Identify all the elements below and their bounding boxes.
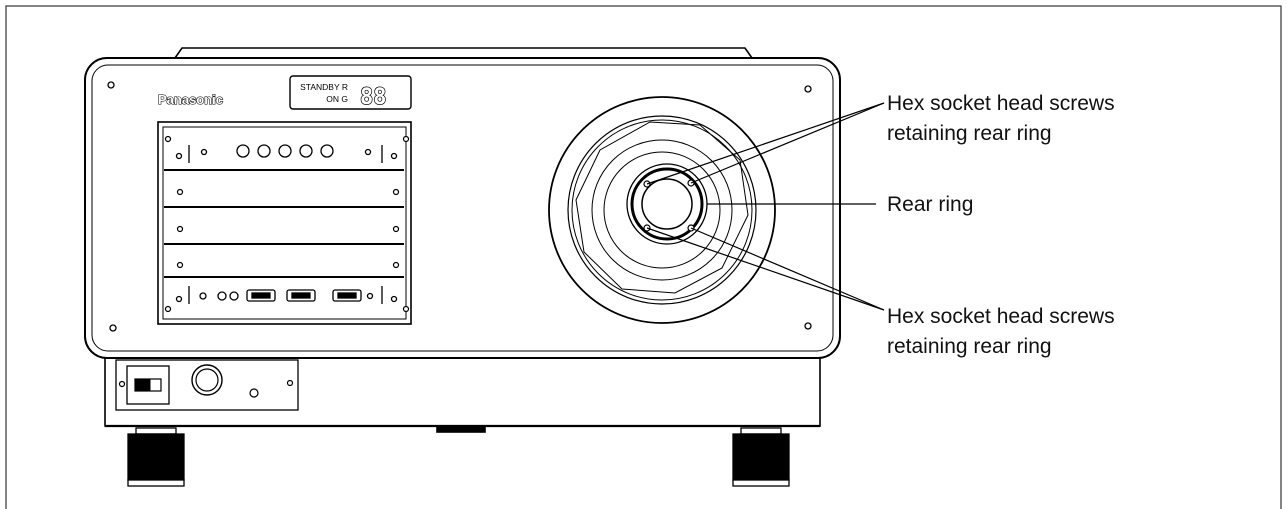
small-jack [229, 291, 239, 301]
rack-screw [175, 295, 183, 303]
base-unit [104, 358, 821, 427]
base-screw [286, 379, 294, 387]
foot-left-collar [135, 427, 177, 435]
power-switch-housing [126, 365, 170, 405]
rear-ring [630, 167, 704, 241]
foot-right [732, 427, 790, 487]
rack-panel-frame [157, 121, 412, 325]
rack-panel [157, 121, 412, 325]
bottom-tab [436, 425, 486, 433]
rack-screw [390, 295, 398, 303]
dsub-connector [246, 289, 276, 302]
callout-bottom-line2: retaining rear ring [887, 335, 1052, 358]
leader-line-top [690, 102, 885, 184]
screw-bottom-left [109, 324, 117, 332]
status-panel: STANDBY R ON G 88 [289, 75, 412, 111]
projector-body [84, 57, 841, 359]
indicator-lamp [320, 144, 334, 158]
foot-right-pad [732, 433, 790, 481]
top-ridge [174, 47, 753, 59]
rack-screw [390, 152, 398, 160]
rack-screw [392, 188, 400, 196]
rack-screw [392, 225, 400, 233]
callout-bottom-line1: Hex socket head screws [887, 305, 1115, 328]
lens-mount-ring-inner [571, 119, 753, 301]
leader-line-bottom [690, 227, 885, 311]
indicator-lamp [236, 144, 250, 158]
segment-display: 88 [360, 85, 387, 110]
rack-screw [164, 135, 172, 143]
leader-line-top [646, 102, 885, 185]
round-connector-inner [195, 368, 219, 392]
foot-left-ring [127, 479, 185, 487]
lens-assembly [548, 96, 776, 324]
base-screw [249, 388, 259, 398]
indicator-lamp [278, 144, 292, 158]
rack-screw [402, 135, 410, 143]
body-screws [107, 81, 812, 332]
lens-mount-ring [567, 115, 757, 305]
screw-top-right [804, 85, 812, 93]
foot-right-collar [740, 427, 782, 435]
callout-middle: Rear ring [887, 193, 973, 216]
rack-screw [164, 305, 172, 313]
base-screw [118, 380, 126, 388]
round-connector [191, 364, 223, 396]
power-switch-toggle [135, 379, 151, 391]
figure-frame [5, 5, 1282, 509]
status-panel-frame [289, 75, 412, 110]
rack-screw [366, 292, 374, 300]
small-jack [217, 291, 227, 301]
callout-top-line2: retaining rear ring [887, 122, 1052, 145]
rack-screw [402, 305, 410, 313]
status-standby-label: STANDBY R [300, 82, 348, 92]
rack-screw [176, 261, 184, 269]
leader-line-bottom [646, 227, 885, 311]
foot-left-pad [127, 433, 185, 481]
iris-ring-inner [603, 151, 721, 269]
base-control-panel [115, 359, 299, 411]
rear-ring-bore [641, 178, 693, 230]
lens-outer-ring [548, 96, 776, 324]
foot-left [127, 427, 185, 487]
rack-screw [176, 188, 184, 196]
rack-screw [176, 225, 184, 233]
rack-screw [364, 148, 372, 156]
dsub-connector [286, 289, 316, 302]
leader-lines [646, 102, 885, 311]
foot-right-ring [732, 479, 790, 487]
callout-top-line1: Hex socket head screws [887, 92, 1115, 115]
iris-ring [591, 139, 733, 281]
rack-screw [200, 148, 208, 156]
base-panel-frame [115, 359, 299, 411]
screw-top-left [107, 81, 115, 89]
iris-blades [575, 121, 749, 294]
screw-bottom-right [804, 322, 812, 330]
rear-ring-outer [626, 163, 708, 245]
rack-panel-inner [162, 126, 407, 320]
dsub-connector [332, 289, 362, 302]
status-on-label: ON G [326, 94, 348, 104]
rack-screw [392, 261, 400, 269]
small-jack [199, 292, 207, 300]
projector-body-inner [91, 64, 834, 352]
rack-screw [175, 152, 183, 160]
brand-logo: Panasonic [158, 92, 223, 107]
indicator-lamp [257, 144, 271, 158]
indicator-lamp [299, 144, 313, 158]
power-switch [134, 378, 162, 392]
